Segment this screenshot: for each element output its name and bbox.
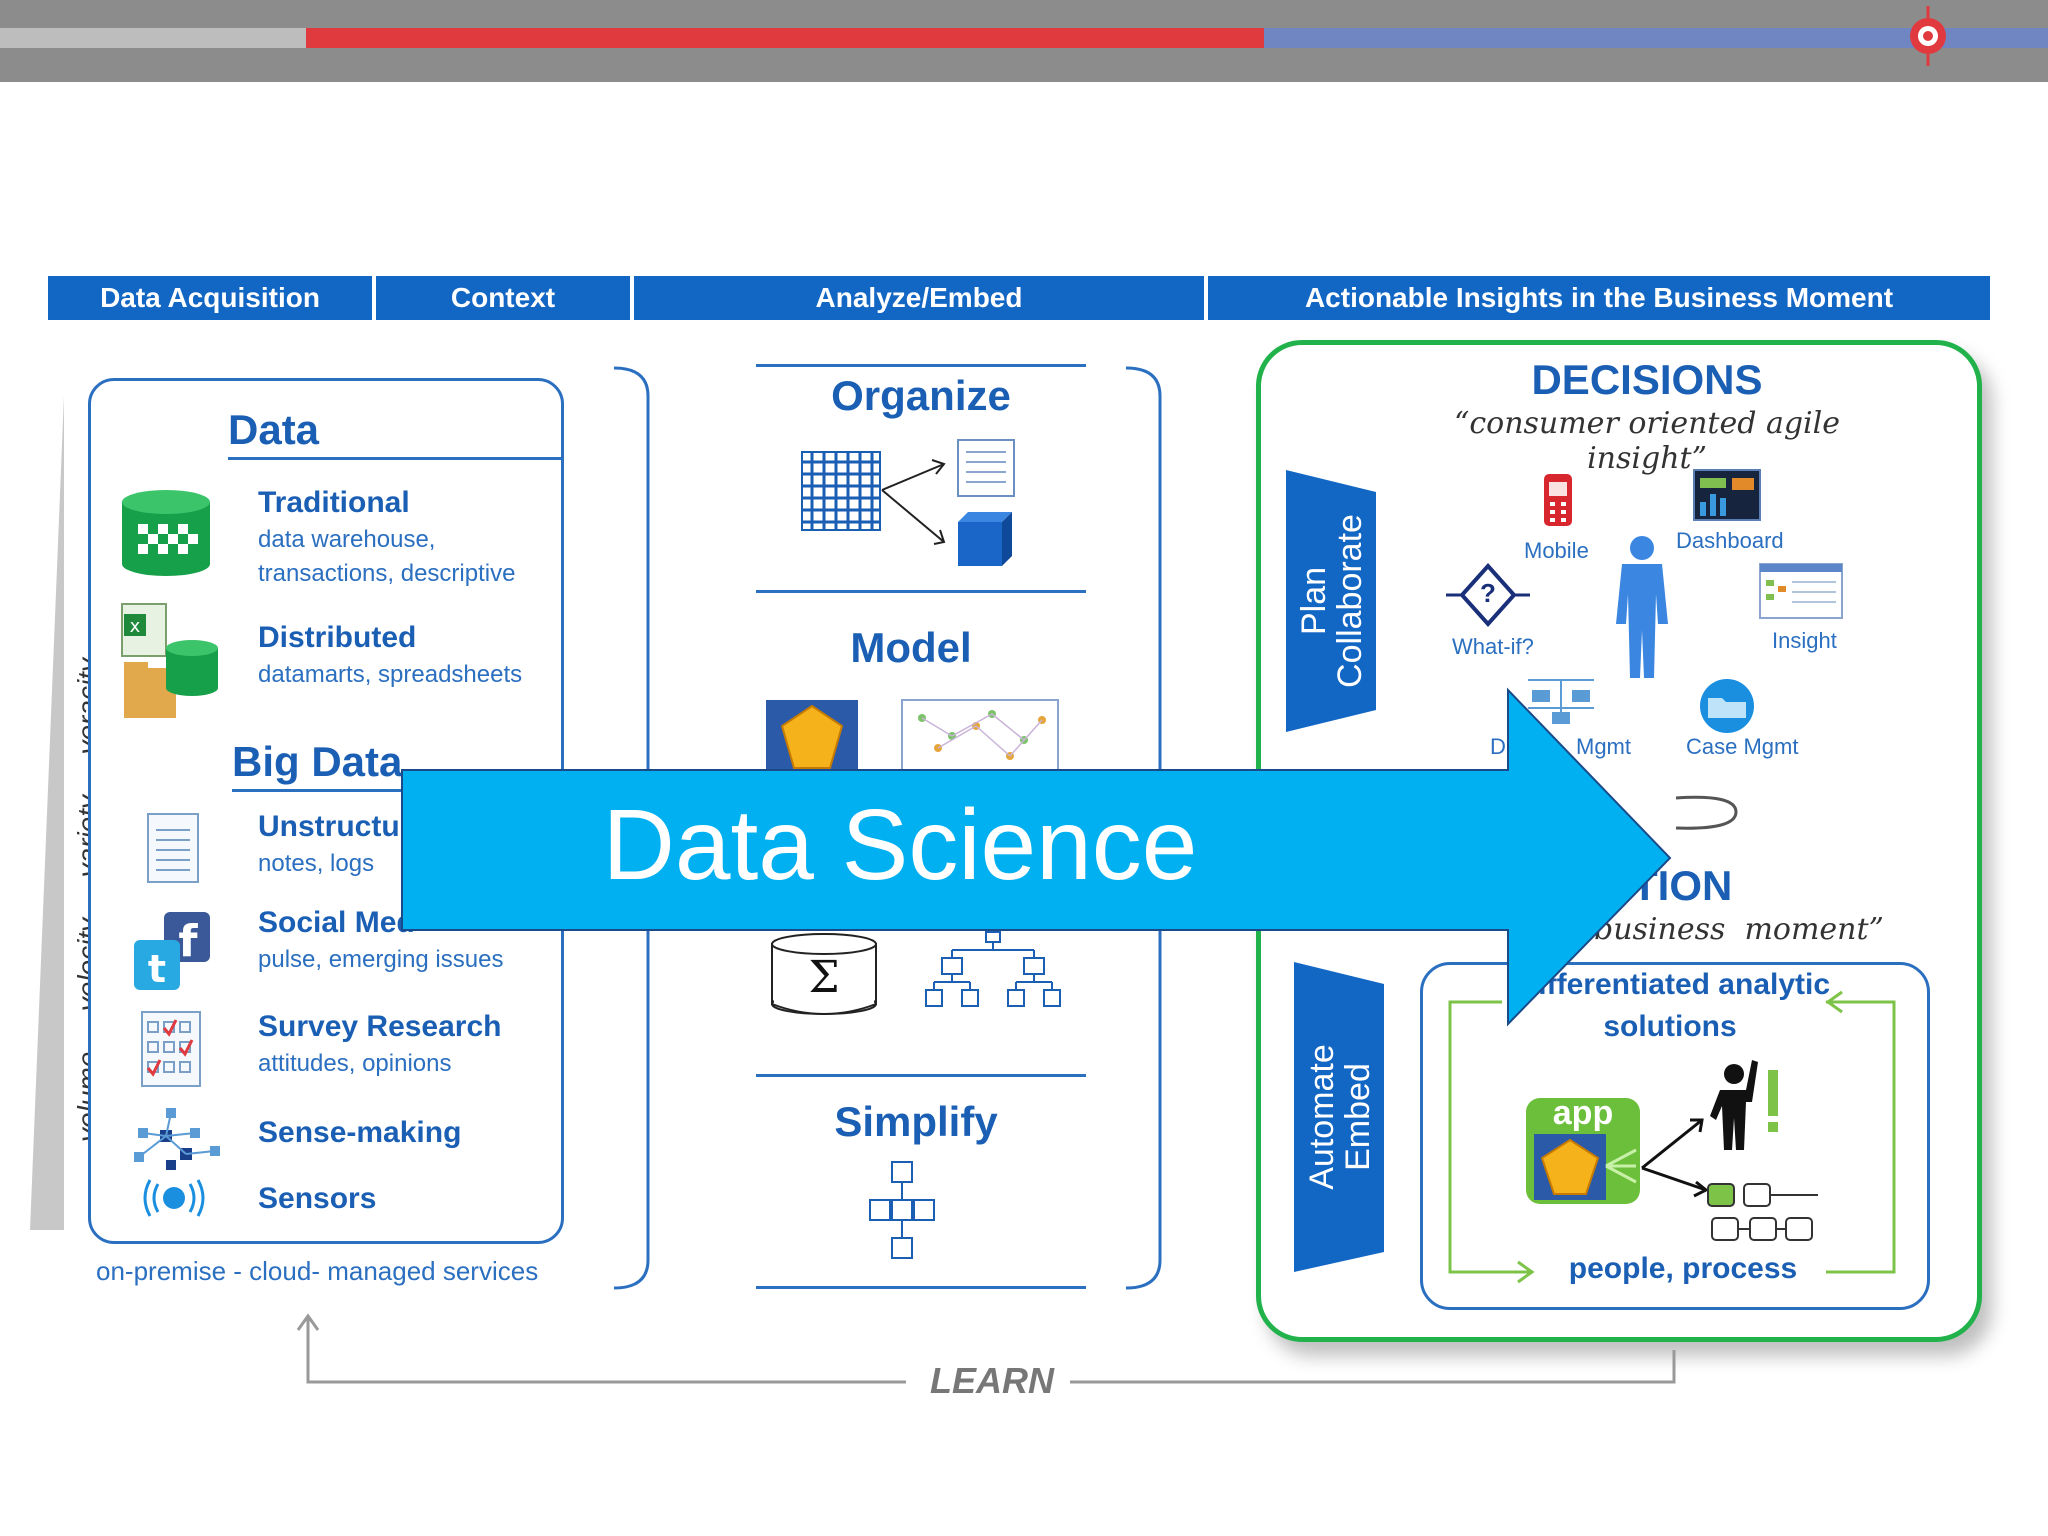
data-underline [228,457,564,460]
dashboard-label: Dashboard [1676,528,1784,553]
model-title: Model [850,624,972,671]
app-label: app [1552,1094,1614,1132]
header-analyze-embed: Analyze/Embed [634,276,1204,320]
bigdata-underline [232,789,402,792]
svg-text:t: t [148,947,166,991]
svg-text:x: x [130,616,141,637]
simplify-topline [756,1074,1086,1077]
data-science-label: Data Science [602,789,1198,901]
mobile-phone-icon [1544,474,1572,526]
network-icon [134,1108,220,1170]
solutions-loop-arrows [1448,990,1896,1284]
traditional-line1: data warehouse, [258,526,436,553]
decisions-subtitle: “consumer oriented agile insight” [1454,406,1840,476]
automate-label: Automate [1303,1044,1341,1190]
embed-label: Embed [1339,1063,1377,1171]
sigma-symbol: Σ [808,952,840,1003]
people-process-label: people, process [1568,1252,1798,1285]
decisions-title: DECISIONS [1531,356,1763,403]
decision-mgmt-icon [1528,679,1594,724]
survey-line1: attitudes, opinions [258,1050,452,1077]
mobile-label: Mobile [1524,538,1589,563]
decision-mgmt-label-start: D [1490,734,1506,759]
sigma-tree-icons [771,931,1061,1015]
distributed-title: Distributed [258,621,417,654]
insight-report-icon [1759,563,1843,619]
traditional-line2: transactions, descriptive [258,560,516,587]
axis-wedge [30,396,64,1230]
distributed-line1: datamarts, spreadsheets [258,661,523,688]
app-icon [1526,1098,1640,1204]
whatif-diamond-icon [1446,563,1530,627]
learn-label: LEARN [930,1360,1054,1401]
plan-tab-shape [1286,470,1376,732]
header-actionable-insights: Actionable Insights in the Business Mome… [1208,276,1990,320]
insight-label: Insight [1772,628,1837,653]
person-icon [1616,536,1668,678]
simplify-title: Simplify [834,1098,998,1145]
left-footer: on-premise - cloud- managed services [96,1256,539,1286]
header-data-acquisition: Data Acquisition [48,276,372,320]
database-icon [122,490,210,576]
survey-title: Survey Research [258,1010,502,1043]
document-icon [147,813,199,883]
people-process-icon [1641,1060,1818,1241]
social-media-icon: f t [134,912,210,991]
case-mgmt-label: Case Mgmt [1686,734,1799,759]
sense-title: Sense-making [258,1116,462,1149]
solutions-box [1420,962,1930,1310]
cycle-arrow-icon [1675,795,1738,830]
action-subtitle: business moment” [1594,912,1884,947]
learn-feedback-arrow [296,1313,1676,1384]
unstructured-line1: notes, logs [258,850,375,877]
spreadsheet-icon: x [121,603,218,718]
solutions-line2: solutions [1603,1010,1737,1043]
model-topline [756,590,1086,593]
progress-bar-red [306,28,1264,48]
data-science-arrow [401,687,1672,1027]
simplify-bottomline [756,1286,1086,1289]
traditional-title: Traditional [258,486,410,519]
whatif-question: ? [1480,578,1496,608]
progress-bar-gray [0,28,306,48]
case-mgmt-folder-icon [1700,679,1754,733]
dashboard-icon [1693,469,1761,521]
collaborate-label: Collaborate [1331,514,1370,688]
svg-text:f: f [178,916,198,967]
header-context: Context [376,276,630,320]
organize-topline [756,364,1086,367]
automate-tab-shape [1294,962,1384,1272]
social-line1: pulse, emerging issues [258,946,504,973]
unstructured-title: Unstructur [258,810,412,843]
bigdata-title: Big Data [232,738,403,785]
plan-label: Plan [1295,566,1334,636]
survey-checklist-icon [141,1011,201,1087]
sensor-signal-icon [143,1179,205,1217]
sensors-title: Sensors [258,1182,377,1215]
progress-bar-blue [1264,28,2048,48]
solutions-line1: differentiated analytic [1519,968,1831,1001]
social-title: Social Med [258,906,415,939]
target-marker-icon [1910,6,1946,66]
organize-icon [801,439,1015,566]
whatif-label: What-if? [1452,634,1534,659]
organize-title: Organize [831,372,1011,419]
data-title: Data [228,406,320,453]
simplify-icon [869,1161,935,1259]
decision-mgmt-label-end: Mgmt [1576,734,1631,759]
